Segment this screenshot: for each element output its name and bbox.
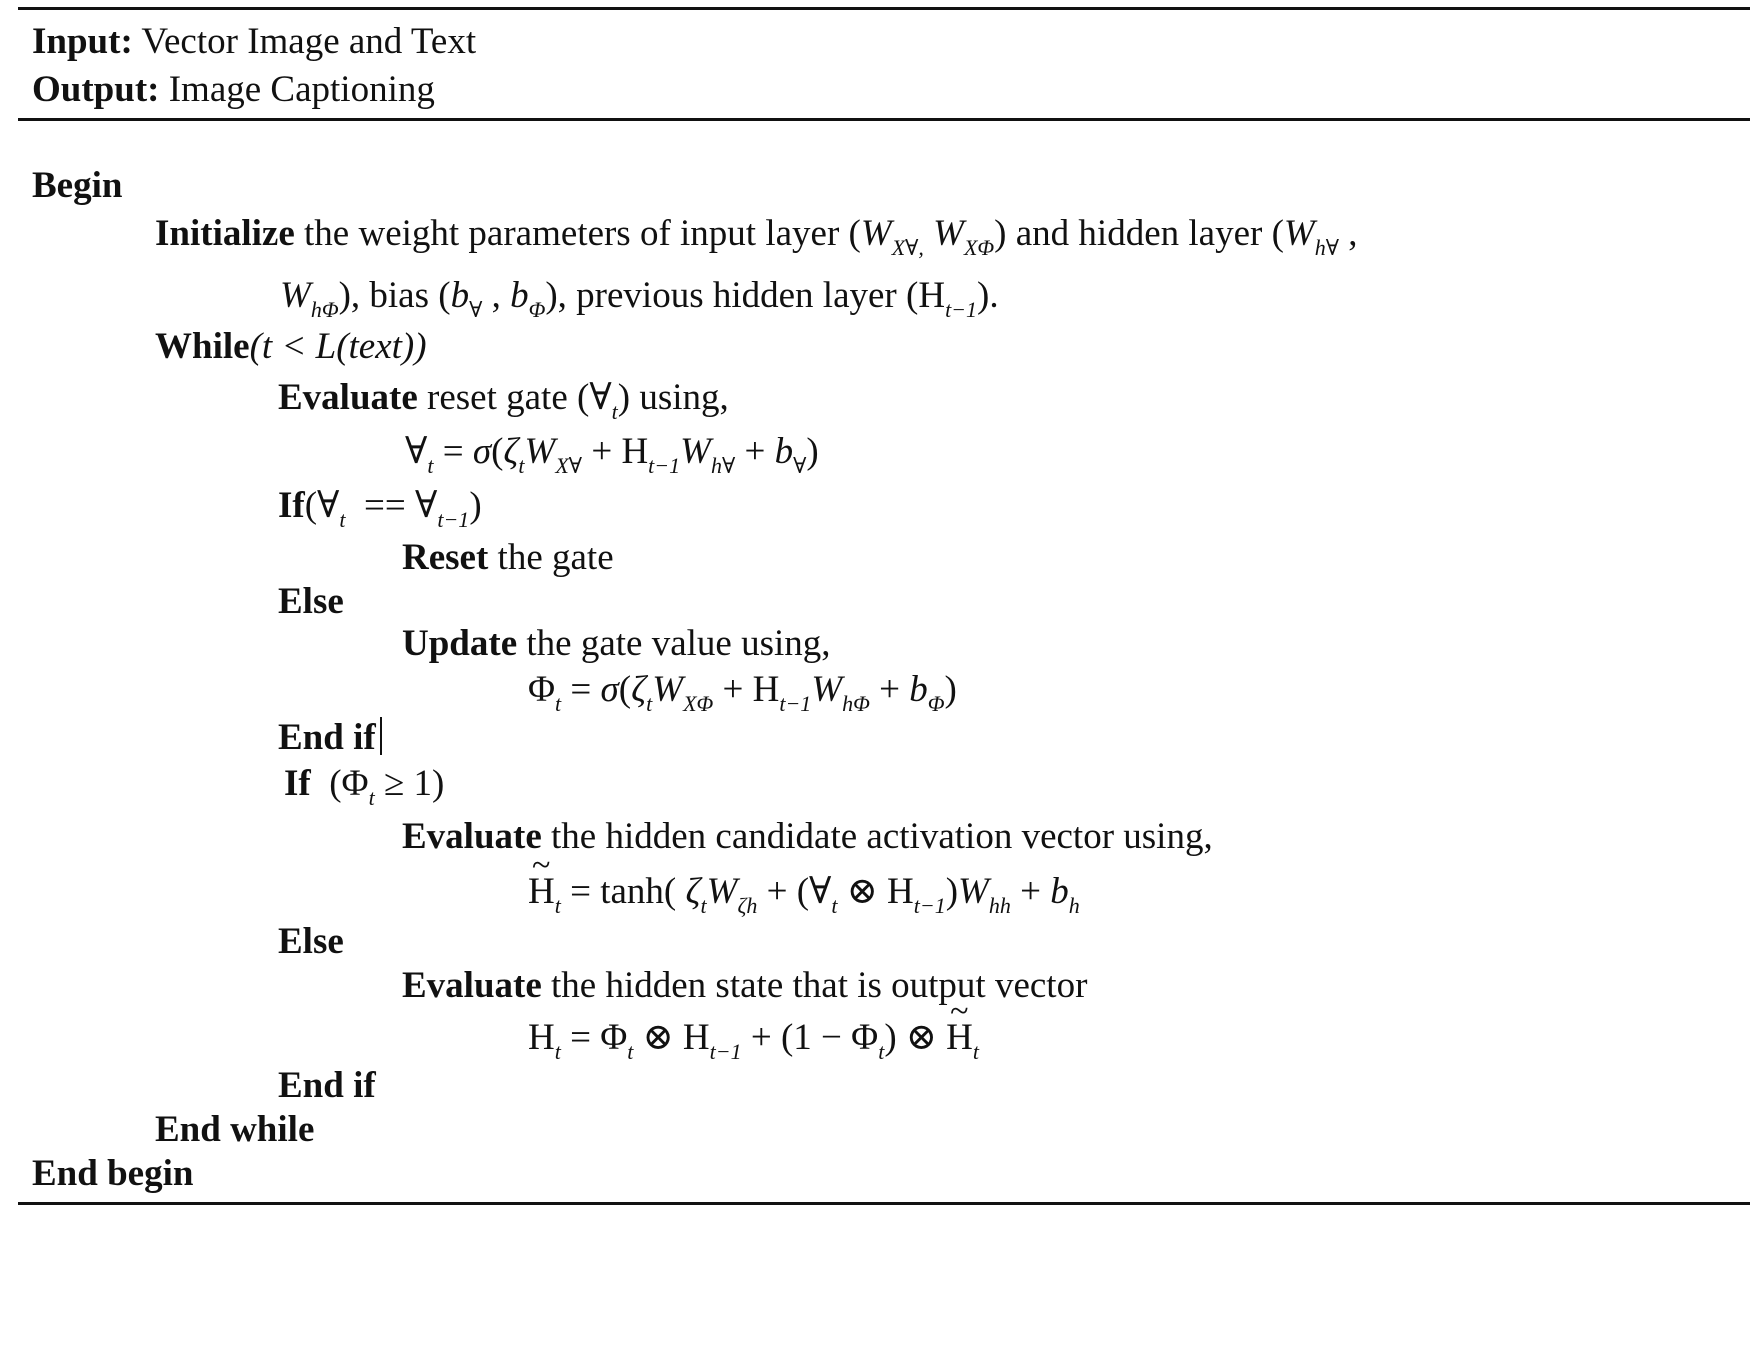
input-value: Vector Image and Text <box>141 21 477 62</box>
text-cursor <box>379 717 382 755</box>
update-line: Update the gate value using, <box>402 622 831 666</box>
output-line: Output: Image Captioning <box>32 68 435 112</box>
endif-keyword: End if <box>278 717 376 758</box>
endbegin-keyword: End begin <box>32 1153 194 1194</box>
endif-line: End if <box>278 716 382 760</box>
endwhile-keyword: End while <box>155 1109 315 1150</box>
reset-keyword: Reset <box>402 537 489 578</box>
candidate-equation: Ht = tanh( ζtWζh + (∀t ⊗ Ht−1)Whh + bh <box>528 844 1080 917</box>
initialize-text-b: ) and hidden layer ( <box>994 213 1284 254</box>
reset-text: the gate <box>497 537 614 578</box>
evaluate-hidden-line: Evaluate the hidden state that is output… <box>402 964 1087 1008</box>
evaluate-candidate-line: Evaluate the hidden candidate activation… <box>402 815 1213 859</box>
if-keyword: If <box>278 485 305 526</box>
initialize-cont-c: ). <box>977 275 999 316</box>
header-rule <box>18 118 1750 121</box>
reset-line: Reset the gate <box>402 536 614 580</box>
initialize-continuation: WhΦ), bias (b∀ , bΦ), previous hidden la… <box>280 275 999 322</box>
update-text: the gate value using, <box>526 623 831 664</box>
while-line: While(t < L(text)) <box>155 325 427 369</box>
while-condition: (t < L(text)) <box>249 326 427 367</box>
input-line: Input: Vector Image and Text <box>32 20 476 64</box>
endif2-keyword: End if <box>278 1065 376 1106</box>
evaluate-candidate-text: the hidden candidate activation vector u… <box>551 816 1213 857</box>
output-value: Image Captioning <box>168 69 435 110</box>
initialize-keyword: Initialize <box>155 213 295 254</box>
initialize-text-a: the weight parameters of input layer ( <box>304 213 861 254</box>
evaluate-reset-line: Evaluate reset gate (∀t) using, <box>278 377 729 424</box>
initialize-cont-a: ), bias ( <box>338 275 451 316</box>
evaluate3-keyword: Evaluate <box>402 965 542 1006</box>
initialize-line: Initialize the weight parameters of inpu… <box>155 213 1358 260</box>
if-reset-line: If(∀t == ∀t−1) <box>278 485 482 532</box>
hidden-state-equation: Ht = Φt ⊗ Ht−1 + (1 − Φt) ⊗ Ht <box>528 990 979 1063</box>
evaluate-reset-text: reset gate (∀ <box>427 377 612 418</box>
reset-gate-equation: ∀t = σ(ζtWX∀ + Ht−1Wh∀ + b∀) <box>405 431 819 478</box>
if2-keyword: If <box>284 763 311 804</box>
evaluate-reset-tail: ) using, <box>617 377 729 418</box>
evaluate-keyword: Evaluate <box>278 377 418 418</box>
evaluate2-keyword: Evaluate <box>402 816 542 857</box>
initialize-cont-b: ), previous hidden layer ( <box>545 275 919 316</box>
else2-keyword: Else <box>278 921 344 962</box>
begin-keyword: Begin <box>32 165 123 206</box>
bottom-rule <box>18 1202 1750 1205</box>
else-keyword: Else <box>278 581 344 622</box>
while-keyword: While <box>155 326 250 367</box>
update-gate-equation: Φt = σ(ζtWXΦ + Ht−1WhΦ + bΦ) <box>528 669 957 716</box>
output-label: Output: <box>32 69 160 110</box>
update-keyword: Update <box>402 623 518 664</box>
top-rule <box>18 7 1750 10</box>
input-label: Input: <box>32 21 133 62</box>
evaluate-hidden-text: the hidden state that is output vector <box>551 965 1088 1006</box>
if-update-line: If (Φt ≥ 1) <box>284 763 445 810</box>
